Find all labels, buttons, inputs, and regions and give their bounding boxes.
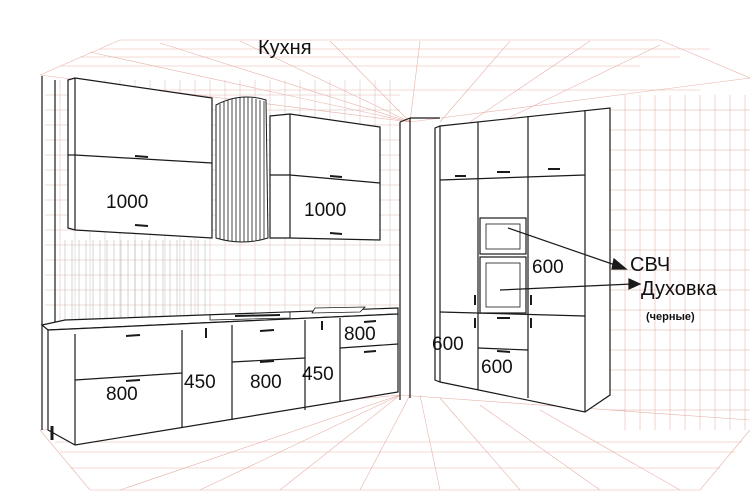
dim-tall-lower-left: 600: [432, 334, 464, 355]
dim-base-narrow-1: 450: [184, 372, 216, 393]
countertop: [40, 306, 399, 331]
callout-oven-note: (черные): [646, 311, 695, 323]
dim-tall-lower-mid: 600: [481, 357, 513, 378]
oven-arrow: [499, 283, 633, 291]
drawing-title: Кухня: [258, 37, 312, 59]
range-hood: [215, 96, 269, 243]
tall-cabinets: [434, 107, 611, 413]
dim-base-right: 800: [344, 324, 376, 345]
backsplash: [64, 240, 206, 322]
dim-tall-inset: 600: [532, 257, 564, 278]
base-cabinets: [47, 313, 399, 446]
upper-left-cabinet: [67, 77, 213, 239]
callout-microwave: СВЧ: [630, 254, 671, 276]
right-wall-tile-grid: [610, 95, 750, 430]
microwave-arrow: [507, 227, 619, 267]
dim-upper-left: 1000: [106, 192, 149, 213]
room-walls: [41, 76, 440, 430]
dim-base-middle: 800: [250, 372, 282, 393]
dim-base-narrow-2: 450: [302, 364, 334, 385]
dim-upper-right: 1000: [304, 200, 347, 221]
callout-arrows: [499, 227, 642, 291]
upper-right-cabinet: [269, 113, 381, 241]
dim-base-left: 800: [106, 384, 138, 405]
callout-oven: Духовка: [641, 278, 717, 300]
microwave-arrowhead: [611, 257, 628, 270]
oven-arrowhead: [628, 278, 642, 290]
